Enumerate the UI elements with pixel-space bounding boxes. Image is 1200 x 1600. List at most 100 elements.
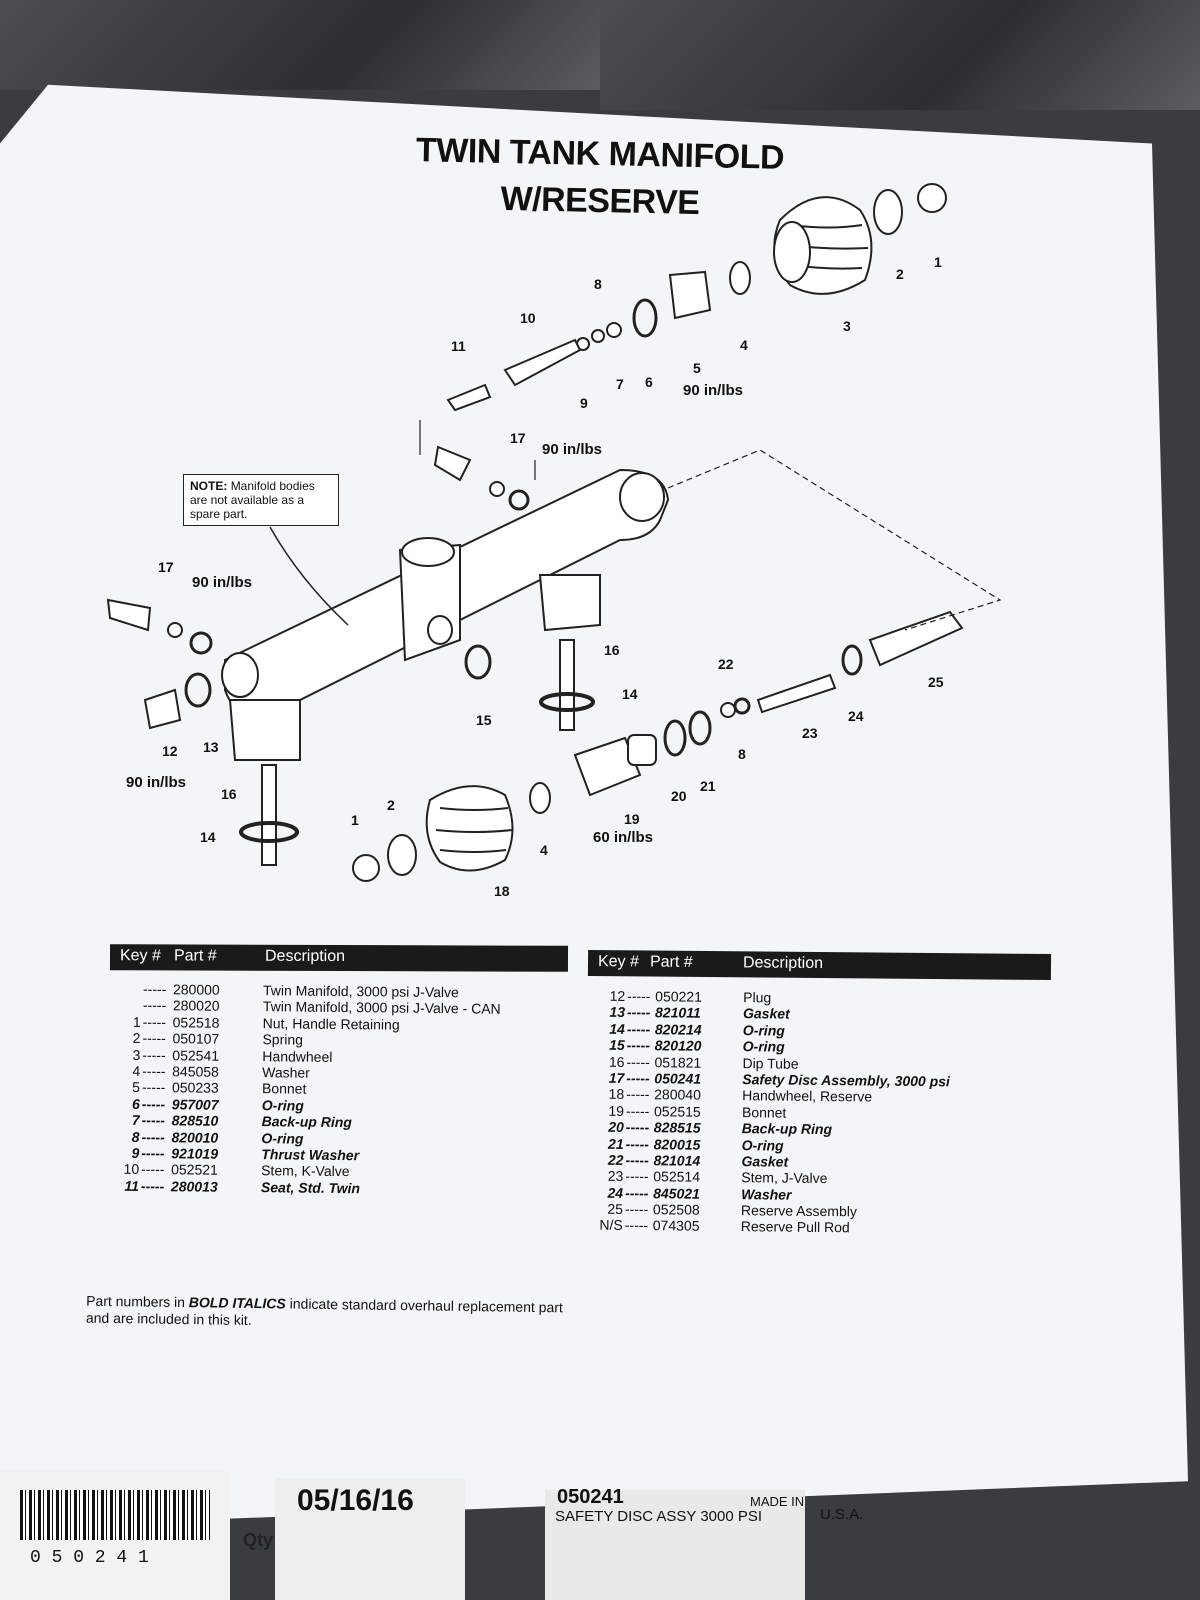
left-table-header: Key # Part # Description	[109, 944, 569, 972]
leader-dash: -----	[626, 1053, 650, 1070]
callout-8-bottom: 8	[738, 746, 746, 762]
callout-17-top: 17	[510, 430, 526, 446]
tee-side-port	[427, 615, 453, 645]
part-number: 828515	[653, 1119, 701, 1136]
callout-6: 6	[645, 374, 653, 390]
handwheel-3-face	[773, 221, 811, 283]
part-description: Reserve Assembly	[740, 1202, 857, 1220]
date-text: 05/16/16	[297, 1484, 414, 1517]
leader-dash: -----	[626, 1086, 650, 1103]
part-key: N/S	[599, 1217, 623, 1234]
leader-dash: -----	[142, 980, 167, 998]
gasket-13	[184, 672, 212, 708]
part-description: Gasket	[742, 1005, 790, 1023]
part-key: 20	[608, 1118, 624, 1136]
callout-19: 19	[624, 811, 640, 827]
part-key: 25	[607, 1200, 624, 1217]
callout-12: 12	[162, 743, 178, 759]
part-number: 280020	[172, 997, 220, 1015]
part-key: 12	[609, 987, 626, 1004]
part-number: 052541	[172, 1046, 220, 1064]
header-description: Description	[264, 947, 346, 966]
part-number: 845058	[172, 1063, 219, 1080]
part-number: 052508	[652, 1201, 700, 1218]
part-description: Reserve Pull Rod	[740, 1218, 850, 1236]
part-description: Dip Tube	[742, 1054, 799, 1072]
part-number: 052515	[653, 1102, 701, 1120]
leader-dash: -----	[141, 1144, 165, 1162]
plug-12	[143, 688, 182, 730]
oring-8-top	[591, 329, 605, 343]
part-key: 7	[131, 1111, 140, 1129]
part-description: O-ring	[261, 1096, 304, 1114]
part-key: 19	[608, 1102, 625, 1119]
leader-dash: -----	[625, 1119, 650, 1136]
part-key: 2	[132, 1029, 141, 1047]
header-key: Key #	[597, 953, 640, 971]
leader-dash: -----	[141, 1128, 165, 1145]
callout-3: 3	[843, 318, 851, 334]
exploded-diagram	[106, 183, 1002, 882]
date-label: 05/16/16 Qty	[243, 1478, 465, 1600]
country-label: U.S.A.	[820, 1506, 864, 1523]
part-key: 6	[131, 1095, 140, 1112]
bonnet-5-top	[668, 270, 712, 320]
leader-dash: -----	[142, 1046, 166, 1063]
nut-1-bottom	[352, 854, 380, 882]
nut-1-top	[917, 183, 947, 213]
callout-18: 18	[494, 883, 510, 899]
part-description: Handwheel	[262, 1047, 333, 1065]
part-description: O-ring	[741, 1136, 784, 1154]
torque-label-12: 90 in/lbs	[126, 774, 187, 791]
callout-2-top: 2	[896, 266, 904, 282]
part-description: O-ring	[261, 1129, 304, 1147]
part-key: 18	[608, 1086, 625, 1103]
leader-dash: -----	[626, 1069, 650, 1087]
safety-disc-17-top	[433, 445, 472, 482]
part-number: 280013	[170, 1177, 218, 1195]
torque-label-bonnet-5: 90 in/lbs	[683, 382, 744, 399]
callout-23: 23	[802, 725, 818, 741]
barcode-digits: 0 5 0 2 4 1	[30, 1548, 149, 1568]
part-number: 050233	[171, 1079, 219, 1097]
part-number: 820120	[654, 1037, 702, 1054]
callout-11: 11	[451, 338, 466, 354]
callout-21: 21	[700, 778, 716, 794]
reserve-25	[868, 610, 964, 667]
part-number: 074305	[652, 1217, 700, 1235]
product-name: SAFETY DISC ASSY 3000 PSI	[555, 1508, 763, 1525]
callout-22: 22	[718, 656, 734, 672]
leader-dash: -----	[625, 1168, 649, 1185]
part-key: 16	[608, 1053, 625, 1070]
leader-dash: -----	[142, 997, 167, 1014]
part-number: 052521	[171, 1161, 218, 1179]
part-number: 821011	[654, 1004, 701, 1022]
part-description: Bonnet	[261, 1080, 307, 1097]
part-description: Back-up Ring	[741, 1120, 833, 1138]
footnote-suffix: indicate standard overhaul replacement p…	[285, 1295, 563, 1316]
part-key: 23	[607, 1168, 624, 1185]
part-description: Gasket	[741, 1153, 789, 1170]
oring-14-left	[239, 821, 299, 843]
callout-13: 13	[203, 739, 219, 755]
made-in-label: MADE IN	[750, 1494, 805, 1509]
header-part: Part #	[173, 947, 217, 965]
part-key: 24	[607, 1184, 624, 1201]
bonnet-19	[573, 736, 642, 797]
washer-24	[841, 644, 863, 676]
part-description: Handwheel, Reserve	[742, 1087, 873, 1105]
note-label: NOTE:	[190, 479, 228, 493]
callout-24: 24	[848, 708, 864, 724]
part-key: 13	[609, 1004, 626, 1021]
leader-dash: -----	[626, 1020, 651, 1037]
right-post	[538, 574, 601, 632]
part-key: 21	[608, 1135, 624, 1152]
leader-dash: -----	[627, 987, 651, 1005]
callout-4-bottom: 4	[540, 842, 548, 858]
part-key: 9	[131, 1144, 140, 1161]
part-description: Thrust Washer	[261, 1146, 360, 1164]
spring-2-bottom	[387, 834, 417, 876]
part-number: 845021	[653, 1184, 700, 1202]
